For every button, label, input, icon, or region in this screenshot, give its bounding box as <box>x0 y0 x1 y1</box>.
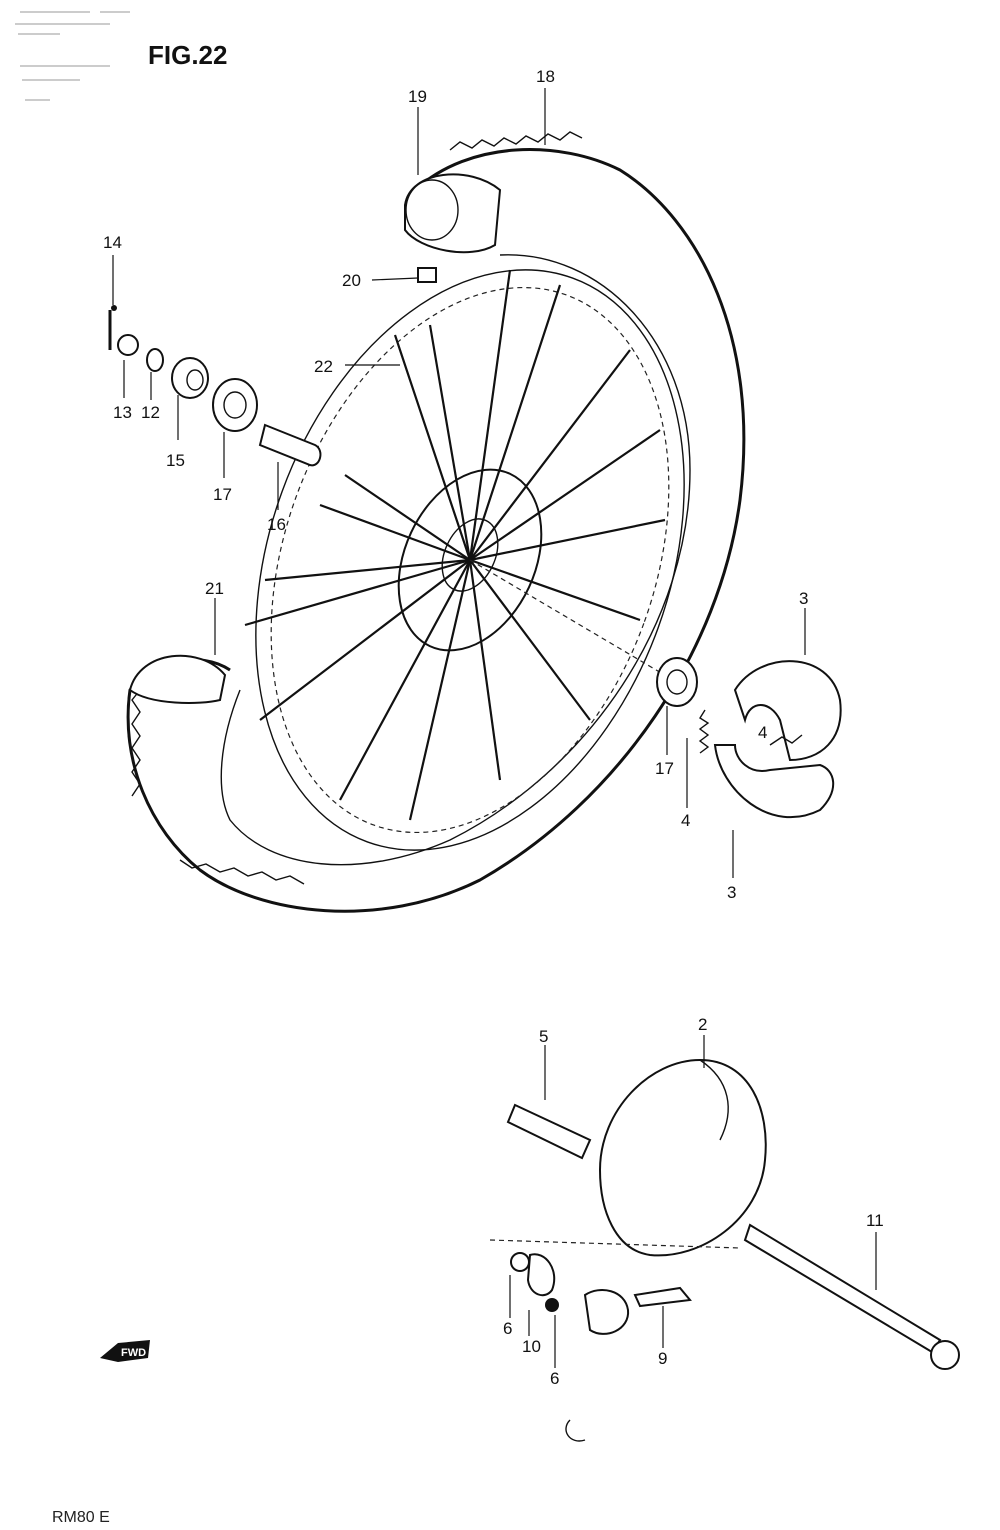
wheel-assembly <box>126 131 746 913</box>
spokes <box>244 269 666 821</box>
callout-13: 13 <box>113 403 132 422</box>
camshaft <box>506 1103 592 1160</box>
nut <box>117 334 139 356</box>
brake-panel <box>598 1058 767 1257</box>
callout-12: 12 <box>141 403 160 422</box>
callout-15: 15 <box>166 451 185 470</box>
callout-17-right: 17 <box>655 759 674 778</box>
brake-shoe-upper <box>733 660 842 762</box>
axle-nut <box>930 1340 960 1370</box>
valve <box>417 267 437 283</box>
washer <box>146 348 164 372</box>
callout-19: 19 <box>408 87 427 106</box>
figure-title: FIG.22 <box>148 40 227 70</box>
header-noise <box>15 11 130 101</box>
link <box>565 1419 586 1442</box>
callout-16: 16 <box>267 515 286 534</box>
rim <box>255 269 685 851</box>
cotter-pin <box>111 305 117 311</box>
tube <box>404 173 502 254</box>
axle-spacer <box>258 423 322 467</box>
callout-9: 9 <box>658 1349 667 1368</box>
callout-2: 2 <box>698 1015 707 1034</box>
nut-10 <box>545 1298 559 1312</box>
callout-3-upper: 3 <box>799 589 808 608</box>
lever <box>526 1253 556 1297</box>
washer-6a <box>510 1252 530 1272</box>
callout-10: 10 <box>522 1337 541 1356</box>
axle-parts <box>108 305 322 467</box>
callout-17-left: 17 <box>213 485 232 504</box>
callout-3-lower: 3 <box>727 883 736 902</box>
spring <box>698 709 710 754</box>
tire <box>126 148 746 913</box>
callout-22: 22 <box>314 357 333 376</box>
fwd-arrow: FWD <box>100 1340 150 1362</box>
brake-shoe-lower <box>713 744 835 818</box>
callout-4-lower: 4 <box>681 811 690 830</box>
callout-14: 14 <box>103 233 122 252</box>
callout-20: 20 <box>342 271 361 290</box>
brake-shoe-parts <box>656 657 842 818</box>
footer-code: RM80 E <box>52 1509 110 1526</box>
axle <box>743 1223 942 1354</box>
brake-arm <box>583 1289 630 1335</box>
tire-tread <box>131 131 583 885</box>
bearing-right <box>656 657 698 707</box>
fwd-label: FWD <box>121 1347 146 1359</box>
bolt-9 <box>633 1286 692 1308</box>
callout-4-upper: 4 <box>758 723 767 742</box>
callout-6-a: 6 <box>503 1319 512 1338</box>
callout-21: 21 <box>205 579 224 598</box>
rim-inner <box>270 286 670 834</box>
callout-18: 18 <box>536 67 555 86</box>
brake-panel-assembly <box>489 1058 960 1442</box>
leader-lines <box>112 88 877 1368</box>
callout-11: 11 <box>866 1211 884 1230</box>
callout-numbers: 18 19 20 14 13 12 15 17 16 22 21 3 4 17 … <box>103 67 884 1388</box>
rim-band <box>128 654 227 704</box>
callout-6-b: 6 <box>550 1369 559 1388</box>
bearing-left <box>212 378 258 432</box>
callout-5: 5 <box>539 1027 548 1046</box>
